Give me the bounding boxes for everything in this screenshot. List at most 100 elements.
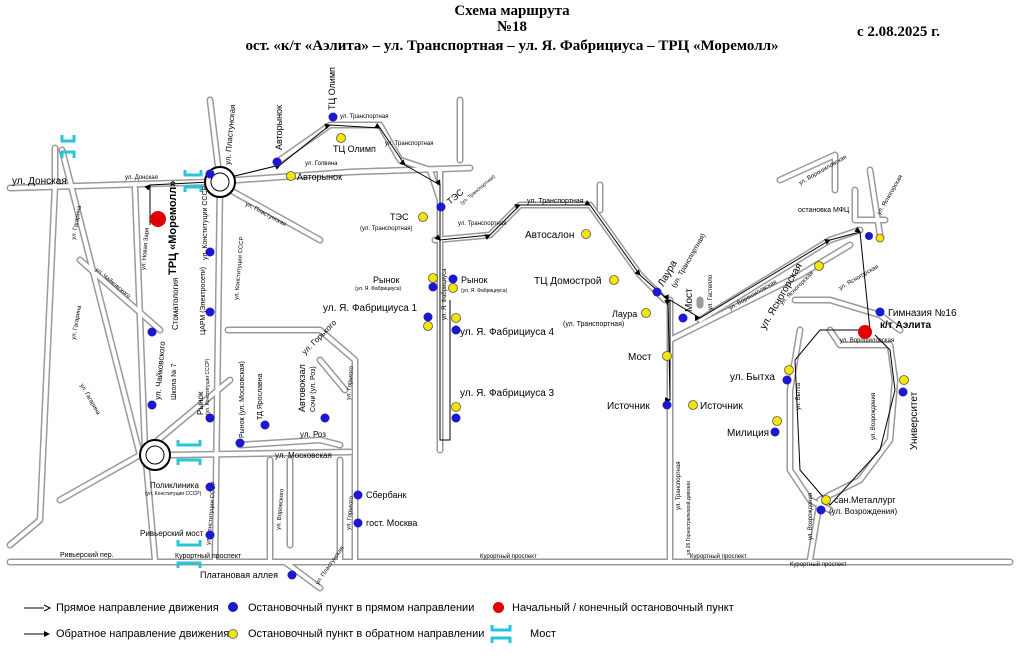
label-tes-v-sub: (ул. Транспортная) bbox=[459, 174, 497, 207]
legend-forward-direction: Прямое направление движения bbox=[56, 602, 219, 614]
street-gorkogo-2: ул. Горького bbox=[346, 365, 355, 400]
label-konstitucii: ул. Конституции СССР bbox=[202, 186, 209, 260]
stop-rynok-rev-r bbox=[448, 283, 458, 293]
stop-shkola7 bbox=[147, 400, 157, 410]
stop-laura bbox=[652, 287, 662, 297]
roundabout-bottom bbox=[139, 439, 171, 471]
street-golovina: ул. Голвина bbox=[305, 161, 338, 167]
stop-carm bbox=[205, 307, 215, 317]
stop-laura-rev bbox=[641, 308, 651, 318]
label-shkola7: Школа № 7 bbox=[171, 363, 178, 400]
street-gastello: ул. Гастелло bbox=[708, 274, 714, 310]
label-metallurg-sub: (ул. Возрождения) bbox=[829, 507, 897, 516]
label-rivyersky-most: Ривьерский мост bbox=[140, 529, 204, 538]
stop-avtosalon bbox=[581, 229, 591, 239]
stop-fabriciusa1 bbox=[423, 312, 433, 322]
street-moskovskaya: ул. Московская bbox=[275, 451, 332, 460]
street-gorkogo-3: ул. Горького bbox=[346, 495, 355, 530]
label-stomatologiya: Стоматология bbox=[171, 278, 180, 330]
stop-rynok-fabr bbox=[428, 282, 438, 292]
legend-bridge: Мост bbox=[530, 628, 556, 640]
street-transportnaya-1: ул. Транспортная bbox=[340, 114, 388, 120]
label-rynok-sub: (ул. Конституции СССР) bbox=[205, 358, 211, 415]
stop-gimnaziya bbox=[875, 307, 885, 317]
stop-konstitucii bbox=[205, 247, 215, 257]
street-kurortny-3: Курортный проспект bbox=[690, 553, 747, 560]
label-universitet: Университет bbox=[909, 391, 920, 450]
stop-miliciya-rev bbox=[772, 416, 782, 426]
forward-arrow-icon bbox=[24, 604, 52, 612]
stop-metallurg bbox=[816, 505, 826, 515]
label-rynok: Рынок bbox=[196, 391, 205, 415]
street-transportnaya-3: ул. Транспортная bbox=[527, 198, 584, 205]
stop-td-yaroslavna bbox=[260, 420, 270, 430]
street-transportnaya-2: ул. Транспортная bbox=[385, 141, 433, 147]
label-gost-moskva: гост. Москва bbox=[366, 518, 417, 528]
label-fabriciusa4: ул. Я. Фабрициуса 4 bbox=[460, 326, 555, 338]
stop-rynok bbox=[205, 413, 215, 423]
label-tes: ТЭС bbox=[390, 212, 409, 222]
stop-most bbox=[678, 313, 688, 323]
stop-rivyersky-most bbox=[205, 530, 215, 540]
label-rynok-l-sub: (ул. Я. Фабрициуса) bbox=[355, 286, 402, 292]
label-avtosalon: Автосалон bbox=[525, 230, 574, 241]
terminal-stops bbox=[150, 211, 872, 339]
effective-date: с 2.08.2025 г. bbox=[857, 24, 941, 40]
stop-most-rev bbox=[662, 351, 672, 361]
label-aelita: к/т Аэлита bbox=[880, 320, 931, 331]
street-vorovskogo: ул. Воровского bbox=[276, 488, 286, 530]
label-avtovokzal-sub: Сочи (ул. Роз) bbox=[310, 366, 317, 412]
stop-mfc-rev bbox=[875, 233, 885, 243]
label-td-yaroslavna: ТД Ярославна bbox=[257, 373, 264, 420]
label-bytkha: ул. Бытха bbox=[730, 372, 775, 383]
street-vozrozhdeniya-1: ул. Возрождения bbox=[871, 393, 877, 440]
route-number: №18 bbox=[496, 19, 528, 35]
street-gagarina-3: ул. Гагарина bbox=[78, 383, 101, 417]
legend-forward-stop: Остановочный пункт в прямом направлении bbox=[248, 602, 475, 614]
street-gagarina-2: ул. Гагарина bbox=[71, 304, 83, 340]
label-platanovaya: Платановая аллея bbox=[200, 570, 278, 580]
street-kurortny-4: Курортный проспект bbox=[790, 561, 847, 568]
stop-avtorynok bbox=[272, 157, 282, 167]
stop-tc-domostroi bbox=[609, 275, 619, 285]
stop-fabriciusa4 bbox=[451, 325, 461, 335]
label-rynok-moskovskaya: Рынок (ул. Московская) bbox=[239, 361, 246, 438]
street-vozrozhdeniya-2: ул. Возрождения bbox=[808, 493, 814, 540]
street-plastunskaya-bottom: ул. Пластунская bbox=[315, 546, 346, 587]
stop-tes bbox=[436, 202, 446, 212]
legend-reverse-direction: Обратное направление движения bbox=[56, 628, 230, 640]
street-mfc-stop: остановка МФЦ bbox=[798, 207, 850, 214]
street-ostro: ул. Ясногорская bbox=[877, 174, 905, 216]
stop-mfc bbox=[865, 232, 873, 240]
label-most: Мост bbox=[628, 352, 652, 363]
stop-avtovokzal bbox=[320, 413, 330, 423]
stop-tes-rev bbox=[418, 212, 428, 222]
stop-avtorynok-rev bbox=[286, 171, 296, 181]
bridge-icon bbox=[490, 625, 512, 643]
street-bytkha: ул. Бытха bbox=[796, 382, 802, 410]
legend-reverse-stop: Остановочный пункт в обратном направлени… bbox=[248, 628, 485, 640]
stop-plastunskaya bbox=[205, 169, 215, 179]
route-line bbox=[144, 122, 896, 506]
stop-fabriciusa3 bbox=[451, 413, 461, 423]
street-kurortny-1: Курортный проспект bbox=[175, 552, 242, 560]
street-fabriciusa: ул. Я. Фабрициуса bbox=[442, 268, 448, 320]
stop-rynok-moskovskaya bbox=[235, 438, 245, 448]
label-istochnik-l: Источник bbox=[607, 401, 650, 412]
forward-stop-icon bbox=[228, 602, 238, 612]
map-title: Схема маршрута bbox=[454, 3, 570, 19]
stop-universitet-rev bbox=[899, 375, 909, 385]
label-istochnik-r: Источник bbox=[700, 401, 743, 412]
street-novaya-zarya: ул. Новая Заря bbox=[141, 228, 151, 271]
street-roz: ул. Роз bbox=[300, 430, 326, 439]
label-rynok-r-sub: (ул. Я. Фабрициуса) bbox=[461, 288, 508, 294]
label-fabriciusa1: ул. Я. Фабрициуса 1 bbox=[323, 302, 418, 314]
label-poliklinika-sub: (ул. Конституции СССР) bbox=[145, 491, 202, 497]
label-moremoll: ТРЦ «Моремолл» bbox=[167, 181, 179, 275]
reverse-stop-icon bbox=[228, 629, 238, 639]
stop-platanovaya bbox=[287, 570, 297, 580]
label-rynok-r: Рынок bbox=[461, 275, 487, 285]
street-riversky-per: Ривьерский пер. bbox=[60, 551, 114, 559]
stop-rynok-fabr-r bbox=[448, 274, 458, 284]
